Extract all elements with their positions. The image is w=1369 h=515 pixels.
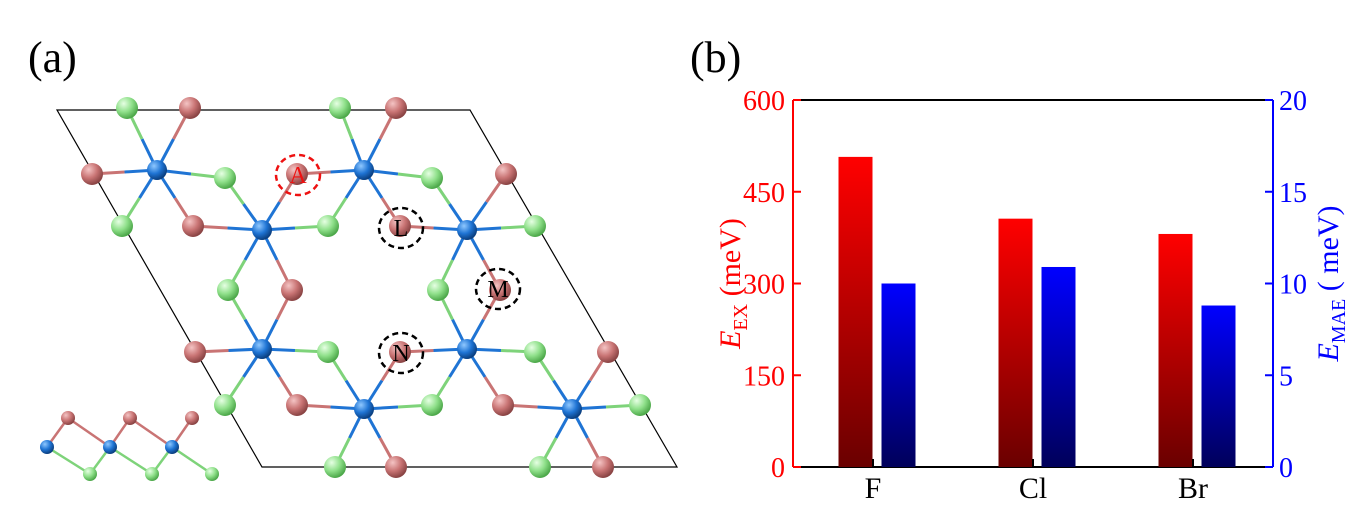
halide-atom-red: [385, 456, 407, 478]
left-tick-label: 450: [743, 178, 785, 209]
metal-atom: [40, 440, 54, 454]
x-tick-label: Cl: [1019, 472, 1047, 505]
bond: [171, 445, 213, 476]
site-label-m: M: [487, 277, 508, 303]
halide-atom-green: [317, 215, 339, 237]
x-tick-label: Br: [1178, 472, 1208, 505]
bond: [109, 445, 153, 476]
metal-atom: [252, 339, 272, 359]
crystal-structure: [40, 97, 679, 481]
bar-eex-f: [838, 156, 873, 467]
metal-atom: [354, 399, 374, 419]
left-tick-label: 150: [743, 361, 785, 392]
bond: [129, 416, 173, 449]
metal-atom: [562, 399, 582, 419]
halide-atom-green: [324, 456, 346, 478]
x-tick-label: F: [865, 472, 882, 505]
site-marker-a: [274, 153, 322, 197]
halide-atom-red: [61, 411, 75, 425]
right-tick-label: 5: [1279, 361, 1293, 392]
halide-atom-red: [182, 215, 204, 237]
right-tick-label: 15: [1279, 178, 1307, 209]
site-label-l: L: [394, 216, 409, 242]
left-y-label: EEX (meV): [714, 218, 752, 350]
halide-atom-red: [597, 341, 619, 363]
halide-atom-red: [81, 163, 103, 185]
metal-atom: [252, 220, 272, 240]
halide-atom-green: [214, 394, 236, 416]
halide-atom-green: [329, 97, 351, 119]
left-tick-label: 300: [743, 270, 785, 301]
halide-atom-green: [205, 467, 219, 481]
halide-atom-green: [629, 394, 651, 416]
side-view: [40, 411, 219, 481]
right-tick-label: 10: [1279, 270, 1307, 301]
panel-b-label: (b): [690, 33, 741, 82]
left-tick-label: 600: [743, 86, 785, 117]
metal-atom: [165, 440, 179, 454]
site-label-n: N: [392, 341, 409, 367]
halide-atom-green: [83, 467, 97, 481]
right-tick-label: 0: [1279, 453, 1293, 484]
metal-atom: [147, 160, 167, 180]
halide-atom-green: [116, 97, 138, 119]
site-marker-n: [377, 331, 425, 375]
site-labels: A L M N: [274, 153, 522, 375]
halide-atom-red: [281, 279, 303, 301]
right-tick-label: 20: [1279, 86, 1307, 117]
halide-atom-red: [492, 394, 514, 416]
bar-eex-br: [1158, 233, 1193, 467]
halide-atom-green: [421, 394, 443, 416]
halide-atom-red: [286, 394, 308, 416]
metal-atom: [103, 440, 117, 454]
halide-atom-green: [421, 167, 443, 189]
left-tick-label: 0: [771, 453, 785, 484]
right-y-label: EMAE ( meV): [1312, 205, 1350, 362]
halide-atom-green: [529, 456, 551, 478]
bond: [67, 416, 111, 449]
metal-atom: [457, 220, 477, 240]
halide-atom-red: [592, 456, 614, 478]
halide-atom-red: [389, 341, 411, 363]
panel-a-label: (a): [28, 33, 77, 82]
halide-atom-red: [495, 163, 517, 185]
halide-atom-red: [286, 163, 308, 185]
halide-atom-red: [179, 97, 201, 119]
halide-atom-green: [524, 341, 546, 363]
halide-atom-green: [111, 215, 133, 237]
bar-emae-br: [1201, 305, 1236, 467]
halide-atom-green: [217, 279, 239, 301]
site-marker-m: [474, 267, 522, 311]
halide-atom-green: [317, 341, 339, 363]
halide-atom-green: [524, 215, 546, 237]
halide-atom-red: [184, 341, 206, 363]
site-marker-l: [377, 206, 425, 250]
halide-atom-green: [145, 467, 159, 481]
halide-atom-red: [385, 97, 407, 119]
halide-atom-red: [389, 215, 411, 237]
metal-atom: [354, 160, 374, 180]
halide-atom-red: [185, 411, 199, 425]
halide-atom-red: [123, 411, 137, 425]
bar-eex-cl: [998, 218, 1033, 467]
site-label-a: A: [289, 163, 307, 189]
bar-emae-f: [881, 283, 916, 467]
bar-chart: 0 150 300 450 600 0 5 10 15 20F Cl Br EEX (meV) EMAE …: [714, 86, 1350, 505]
halide-atom-green: [427, 279, 449, 301]
halide-atom-green: [214, 167, 236, 189]
metal-atom: [457, 339, 477, 359]
halide-atom-red: [489, 279, 511, 301]
bar-emae-cl: [1041, 266, 1076, 467]
bond: [46, 445, 91, 476]
